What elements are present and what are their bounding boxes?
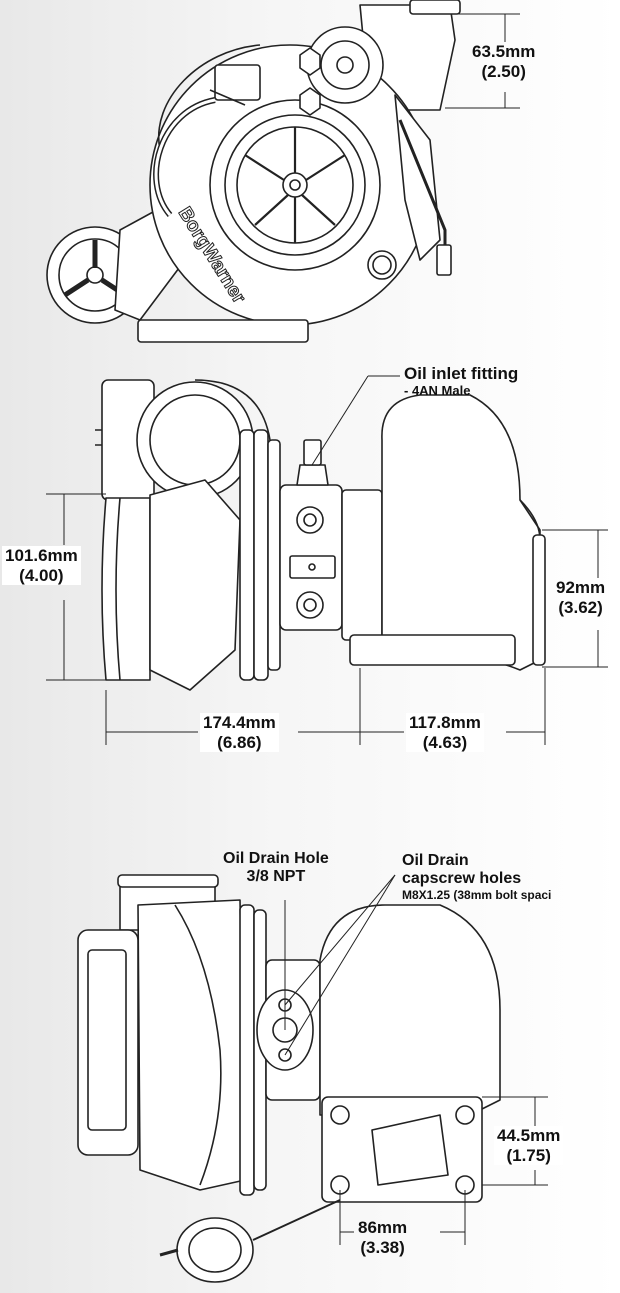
- top-view: [46, 0, 461, 343]
- dim-length-left-mm: 174.4mm: [203, 713, 276, 732]
- callout-oil-drain-hole: Oil Drain Hole 3/8 NPT: [223, 850, 329, 887]
- turbine-flange-side: [349, 634, 516, 666]
- compressor-scroll-side: [149, 479, 241, 691]
- dim-label-inlet-top: 63.5mm (2.50): [472, 42, 535, 81]
- leader-capscrew-1: [284, 874, 396, 1006]
- actuator-can: [77, 929, 139, 1156]
- dim-label-inlet-side: 101.6mm (4.00): [2, 546, 81, 586]
- leader-oil-inlet: [311, 375, 369, 466]
- dim-label-flange-width: 86mm (3.38): [358, 1218, 407, 1257]
- callout-oil-inlet: Oil inlet fitting - 4AN Male: [404, 364, 518, 398]
- capscrew-sub: M8X1.25 (38mm bolt spaci: [402, 887, 552, 902]
- leader-capscrew-2: [284, 874, 396, 1056]
- dim-label-outlet-side: 92mm (3.62): [556, 578, 605, 617]
- dim-flange-height-inch: (1.75): [506, 1145, 551, 1165]
- dim-length-right-inch: (4.63): [422, 732, 468, 752]
- dim-outlet-side-inch: (3.62): [558, 597, 603, 617]
- dim-flange-width-inch: (3.38): [360, 1237, 405, 1257]
- dim-length-right-mm: 117.8mm: [409, 713, 481, 732]
- capscrew-title: Oil Drain: [402, 852, 469, 869]
- callout-oil-drain-capscrew: Oil Drain capscrew holes M8X1.25 (38mm b…: [402, 852, 551, 903]
- dim-label-flange-height: 44.5mm (1.75): [494, 1126, 564, 1166]
- turbine-outlet-ring: [532, 534, 546, 666]
- oil-drain-hole-sub: 3/8 NPT: [246, 868, 306, 886]
- bottom-view: [77, 874, 501, 1283]
- turbine-housing-side: [381, 394, 541, 671]
- capscrew-title2: capscrew holes: [402, 870, 522, 888]
- dim-flange-height-mm: 44.5mm: [497, 1126, 561, 1145]
- dim-label-length-right: 117.8mm (4.63): [406, 713, 484, 753]
- dim-inlet-top-mm: 63.5mm: [472, 42, 536, 61]
- dim-inlet-top-inch: (2.50): [481, 61, 526, 81]
- oil-drain-hole-title: Oil Drain Hole: [223, 850, 329, 867]
- turbine-housing-bottom: [319, 904, 501, 1116]
- dim-inlet-side-inch: (4.00): [19, 565, 64, 585]
- oil-inlet-title: Oil inlet fitting: [404, 364, 519, 383]
- oil-inlet-fitting: [296, 464, 329, 486]
- dim-flange-width-mm: 86mm: [358, 1218, 408, 1237]
- inlet-pipe-side: [101, 497, 151, 681]
- dim-inlet-side-mm: 101.6mm: [5, 546, 78, 565]
- compressor-housing-bottom: [137, 899, 246, 1191]
- oil-inlet-sub: - 4AN Male: [404, 382, 471, 398]
- dim-length-left-inch: (6.86): [217, 732, 262, 752]
- dim-outlet-side-mm: 92mm: [556, 578, 606, 597]
- side-view: [95, 379, 546, 691]
- dim-label-length-left: 174.4mm (6.86): [200, 713, 279, 753]
